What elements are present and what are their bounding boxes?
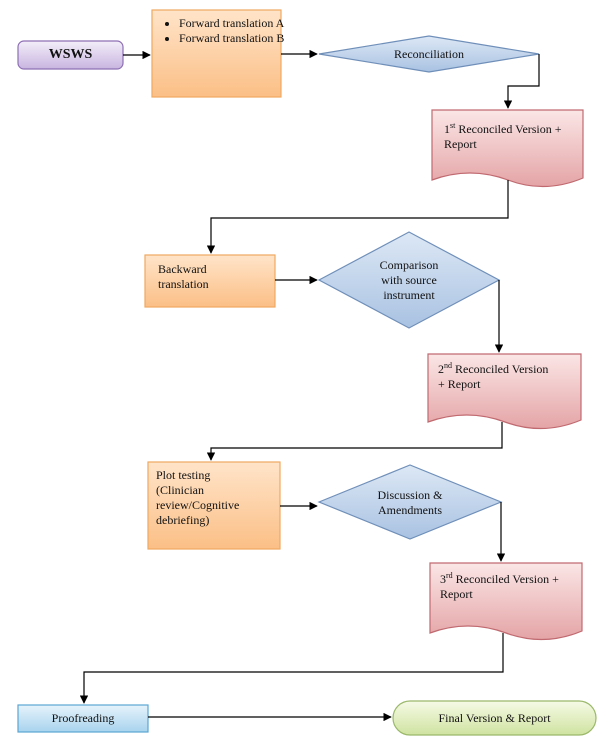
pilot-line4: debriefing) (156, 513, 210, 527)
v1-line1: Reconciled Version + (455, 122, 562, 136)
forward-translation-b: Forward translation B (179, 31, 294, 46)
reconciled-version-3-label: 3rd Reconciled Version + Report (440, 572, 585, 602)
comparison-line2: with source (381, 273, 437, 287)
connector-v2-pilot (206, 422, 503, 461)
discussion-line1: Discussion & (377, 488, 443, 502)
pilot-line1: Plot testing (156, 468, 211, 482)
discussion-label: Discussion & Amendments (360, 488, 460, 518)
v3-line1: Reconciled Version + (452, 572, 559, 586)
v2-suffix: nd (444, 361, 452, 370)
v3-line2: Report (440, 587, 473, 601)
backward-line1: Backward (158, 262, 207, 276)
v2-line2: + Report (438, 377, 481, 391)
v2-ordinal: 2 (438, 362, 444, 376)
v1-ordinal: 1 (444, 122, 450, 136)
forward-translation-a: Forward translation A (179, 16, 294, 31)
reconciled-version-3-node (429, 562, 583, 641)
final-version-node (392, 700, 597, 736)
final-version-label: Final Version & Report (438, 711, 551, 725)
comparison-label: Comparison with source instrument (359, 258, 459, 303)
comparison-line3: instrument (383, 288, 435, 302)
backward-line2: translation (158, 277, 209, 291)
proofreading-node (17, 704, 149, 733)
v2-line1: Reconciled Version (452, 362, 549, 376)
discussion-line2: Amendments (378, 503, 442, 517)
pilot-line3: review/Cognitive (156, 498, 240, 512)
reconciled-version-2-node (427, 353, 582, 430)
v1-line2: Report (444, 137, 477, 151)
pilot-testing-node (147, 461, 281, 550)
connector-v3-proofreading (79, 633, 504, 704)
reconciled-version-2-label: 2nd Reconciled Version + Report (438, 362, 583, 392)
v3-suffix: rd (446, 571, 453, 580)
proofreading-label: Proofreading (51, 711, 115, 725)
pilot-testing-label: Plot testing (Clinician review/Cognitive… (156, 468, 278, 528)
backward-translation-label: Backward translation (158, 262, 273, 292)
backward-translation-node (144, 254, 276, 308)
pilot-line2: (Clinician (156, 483, 204, 497)
connector-reconciliation-v1 (503, 54, 540, 109)
v3-ordinal: 3 (440, 572, 446, 586)
v1-suffix: st (450, 121, 456, 130)
reconciliation-label: Reconciliation (394, 47, 464, 61)
forward-translation-list: Forward translation A Forward translatio… (163, 16, 294, 46)
forward-translation-node (151, 9, 282, 98)
reconciled-version-1-label: 1st Reconciled Version + Report (444, 122, 584, 152)
wsws-label: WSWS (48, 47, 93, 62)
comparison-line1: Comparison (379, 258, 439, 272)
connector-v1-backward (206, 180, 509, 254)
